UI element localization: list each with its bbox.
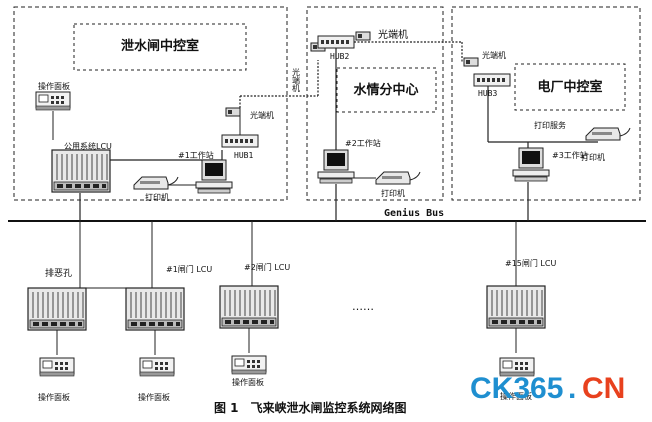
ws3-computer [512,147,550,182]
panel2-device [139,357,175,377]
lcu1-label: #1闸门 LCU [166,264,212,274]
paishu-rack [27,287,87,331]
paishu-label: 排恶孔 [45,267,72,279]
hub3-device [473,73,511,87]
hub1-device [221,134,259,148]
genius-bus-label: Genius Bus [384,207,444,219]
printer2-label: 打印机 [381,188,405,198]
printer3-label: 打印机 [581,152,605,162]
lcu1-rack [125,287,185,331]
lcu15-label: #15闸门 LCU [505,258,556,268]
middle-zone-title: 水情分中心 [353,82,418,98]
left-zone-title: 泄水闸中控室 [121,38,199,54]
middle-zone-frame [306,6,444,201]
watermark-cn: CN [582,372,625,405]
op-panel-top-device [35,91,71,111]
right-zone-title-box [514,63,626,111]
lcu2-rack [219,285,279,329]
panel3-device [231,355,267,375]
printer3-device [585,127,631,141]
ws3-label: #3工作站 [552,150,588,160]
public-plc-label: 公用系统LCU [64,141,112,151]
hub2-device [317,35,355,49]
right-zone-frame [451,6,641,201]
watermark-dot: . [568,372,576,405]
printer2-device [375,171,421,185]
op-panel-top-label: 操作面板 [38,81,70,91]
hub2-label: HUB2 [330,52,349,61]
left-zone-frame [13,6,288,201]
figure-caption: 图 1 飞来峡泄水闸监控系统网络图 [214,400,407,415]
opt-right-label: 光端机 [482,50,506,60]
left-zone-title-box [73,23,247,71]
panel4-label: 操作面板 [500,391,532,401]
printer1-device [133,176,179,190]
lcu15-rack [486,285,546,329]
ws2-label: #2工作站 [345,138,381,148]
ws2-computer [317,149,355,184]
ws1-computer [195,159,233,194]
opt-top-label: 光端机 [378,28,408,41]
public-plc-rack [51,149,111,193]
ws1-label: #1工作站 [178,150,214,160]
lcu2-label: #2闸门 LCU [244,262,290,272]
panel2-label: 操作面板 [138,392,170,402]
hub1-label: HUB1 [234,151,253,160]
opt-hub2-side-label: 光端机 [292,67,301,93]
opt-left-label: 光端机 [250,110,274,120]
opt-right-device [463,57,479,67]
watermark-ck365: CK365 [470,372,563,405]
right-zone-title: 电厂中控室 [537,79,602,95]
printer1-label: 打印机 [145,192,169,202]
opt-left-device [225,107,241,117]
panel1-label: 操作面板 [38,392,70,402]
panel1-device [39,357,75,377]
opt-top-device [355,31,371,41]
print-service-label: 打印服务 [534,120,566,130]
panel3-label: 操作面板 [232,377,264,387]
middle-zone-title-box [336,67,437,113]
ellipsis-label: …… [352,300,374,313]
